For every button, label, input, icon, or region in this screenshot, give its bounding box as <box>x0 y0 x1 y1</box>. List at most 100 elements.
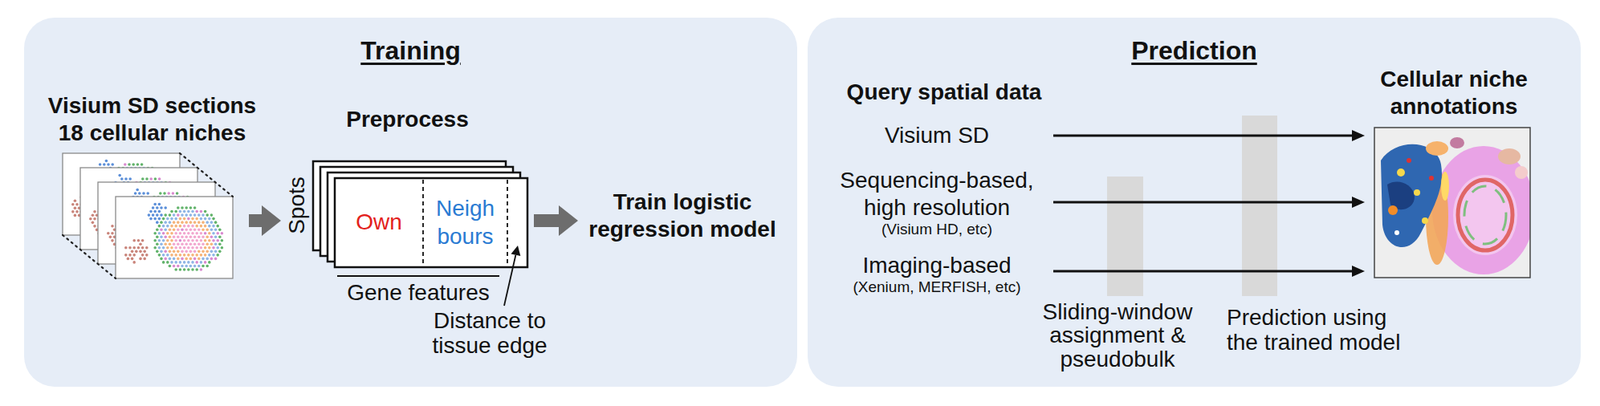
spot-dot <box>207 253 212 257</box>
spot-dot <box>174 210 178 214</box>
spot-dot <box>210 227 214 232</box>
spot-dot <box>184 235 188 239</box>
leader-line <box>504 255 516 306</box>
spot-dot <box>195 260 199 265</box>
spot-dot <box>207 246 212 250</box>
spot-dot <box>75 210 79 214</box>
spot-dot <box>207 239 212 243</box>
spot-dot <box>132 253 136 257</box>
spot-dot <box>168 257 172 261</box>
annotation-map <box>1380 137 1531 275</box>
spot-dot <box>176 250 180 254</box>
spot-dot <box>93 217 97 221</box>
spot-dot <box>153 203 157 207</box>
spot-dot <box>163 250 167 254</box>
spot-dot <box>179 217 183 221</box>
spot-dot <box>159 213 163 217</box>
spot-dot <box>135 188 139 192</box>
section-heading: Visium SD sections 18 cellular niches <box>37 92 267 147</box>
spot-dot <box>218 227 222 232</box>
spot-dot <box>162 239 166 243</box>
spot-dot <box>191 260 195 265</box>
spot-dot <box>158 203 162 207</box>
spot-dot <box>163 213 167 217</box>
spot-dot <box>184 257 188 261</box>
spot-dot <box>109 236 113 240</box>
spot-dot <box>187 246 191 250</box>
spot-dot <box>195 268 199 272</box>
spot-dot <box>201 250 205 254</box>
spot-dot <box>123 162 127 167</box>
spot-dot <box>205 235 209 239</box>
spot-dot <box>214 227 218 232</box>
spot-dot <box>183 210 187 214</box>
spot-dot <box>172 213 176 217</box>
spot-dot <box>203 224 208 228</box>
model-step: Train logistic regression model <box>578 186 787 248</box>
input-sections: Visium SD sections 18 cellular niches <box>49 92 249 285</box>
spot-dot <box>191 239 195 243</box>
spot-dot <box>106 232 110 236</box>
spot-dot <box>162 232 166 236</box>
spot-dot <box>174 217 178 221</box>
spot-dot <box>214 220 218 224</box>
spot-dot <box>201 213 205 217</box>
spot-dot <box>203 217 208 221</box>
spot-dot <box>187 260 191 265</box>
spot-dot <box>180 213 184 217</box>
spot-dot <box>201 220 205 224</box>
spot-dot <box>203 232 208 236</box>
spot-dot <box>179 246 183 250</box>
spot-dot <box>205 250 209 254</box>
spot-dot <box>158 191 163 196</box>
step-label: Prediction using the trained model <box>1226 305 1412 356</box>
spot-dot <box>159 257 163 261</box>
output-annotation: Cellular niche annotations <box>1364 65 1544 281</box>
spot-dot <box>158 253 162 257</box>
spot-dot <box>187 224 191 228</box>
spot-dot <box>149 177 153 181</box>
spot-dot <box>159 235 163 239</box>
spot-dot <box>210 250 214 254</box>
spot-dot <box>168 235 172 239</box>
spot-dot <box>180 250 184 254</box>
spot-dot <box>162 260 166 265</box>
spot-dot <box>159 220 163 224</box>
training-panel: TrainingVisium SD sections 18 cellular n… <box>24 17 798 387</box>
spot-dot <box>191 232 195 236</box>
spot-dot <box>73 214 78 218</box>
spot-dot <box>168 242 172 246</box>
spot-dot <box>172 264 176 269</box>
panel-heading: Prediction <box>807 35 1581 67</box>
spot-dot <box>170 217 174 221</box>
spot-dot <box>158 246 162 250</box>
output-heading: Cellular niche annotations <box>1364 65 1544 121</box>
spot-dot <box>189 264 193 269</box>
spot-dot <box>142 250 147 254</box>
spot-dot <box>214 250 218 254</box>
spot-dot <box>172 242 176 246</box>
spot-dot <box>162 224 166 228</box>
column-divider <box>506 179 509 266</box>
spot-dot <box>174 224 178 228</box>
spot-dot <box>193 242 197 246</box>
spot-dot <box>155 242 159 246</box>
data-type: Sequencing-based, high resolution <box>832 166 1042 222</box>
spot-dot <box>189 206 193 210</box>
spot-dot <box>124 246 128 250</box>
spot-dot <box>184 227 188 232</box>
spot-dot <box>199 239 204 243</box>
spot-dot <box>199 246 204 250</box>
spot-dot <box>75 203 79 207</box>
spot-dot <box>153 217 157 221</box>
spot-dot <box>176 227 180 232</box>
spot-dot <box>145 253 149 257</box>
spot-dot <box>189 227 193 232</box>
feature-bracket <box>337 275 500 277</box>
spot-dot <box>93 224 97 228</box>
spot-dot <box>191 268 195 272</box>
spot-dot <box>205 257 209 261</box>
spot-dot <box>172 227 176 232</box>
spot-dot <box>174 253 178 257</box>
